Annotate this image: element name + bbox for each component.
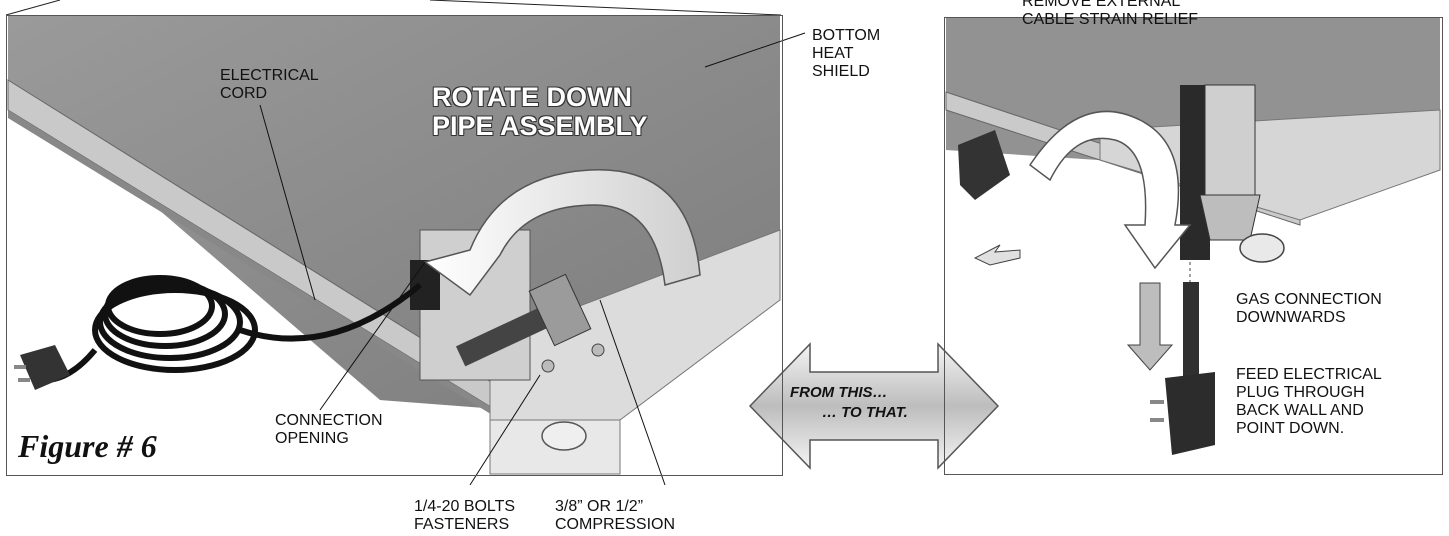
figure-label: Figure # 6 [18, 428, 157, 464]
strain-relief-right [958, 130, 1010, 200]
feed-plug-label: FEED ELECTRICAL PLUG THROUGH BACK WALL A… [1236, 366, 1382, 437]
rotate-arrow [423, 169, 701, 297]
bottom-heat-shield-label: BOTTOM HEAT SHIELD [812, 27, 881, 80]
leveling-foot [541, 421, 587, 451]
bolts-fasteners-label: 1/4-20 BOLTS FASTENERS [414, 498, 516, 533]
right-bracket [489, 229, 781, 421]
left-panel [6, 15, 783, 476]
remove-strain-relief-label: REMOVE EXTERNAL CABLE STRAIN RELIEF [1022, 0, 1199, 28]
gas-connection-label: GAS CONNECTION DOWNWARDS [1236, 291, 1382, 326]
rail-underside [8, 110, 520, 432]
plug-right-icon [1150, 372, 1215, 455]
top-right-leader [429, 0, 782, 16]
to-that-text: … TO THAT. [822, 404, 908, 421]
compression-label: 3/8” OR 1/2” COMPRESSION [555, 498, 676, 533]
coiled-cord [44, 275, 422, 383]
plug-left-icon [14, 345, 70, 390]
connection-opening-label: CONNECTION OPENING [275, 412, 383, 447]
left-panel-art [7, 16, 781, 475]
right-panel-art [945, 18, 1441, 455]
left-leaders [259, 32, 806, 486]
rotate-down-label: ROTATE DOWN PIPE ASSEMBLY [432, 82, 648, 141]
compression-fitting [528, 273, 592, 347]
from-this-text: FROM THIS… [790, 384, 888, 401]
electrical-cord-label: ELECTRICAL CORD [220, 67, 319, 102]
right-panel [944, 17, 1443, 475]
double-arrow [748, 342, 1000, 470]
top-left-leader [5, 0, 61, 16]
down-arrow [1126, 282, 1174, 371]
right-curl-arrow [1028, 110, 1192, 270]
